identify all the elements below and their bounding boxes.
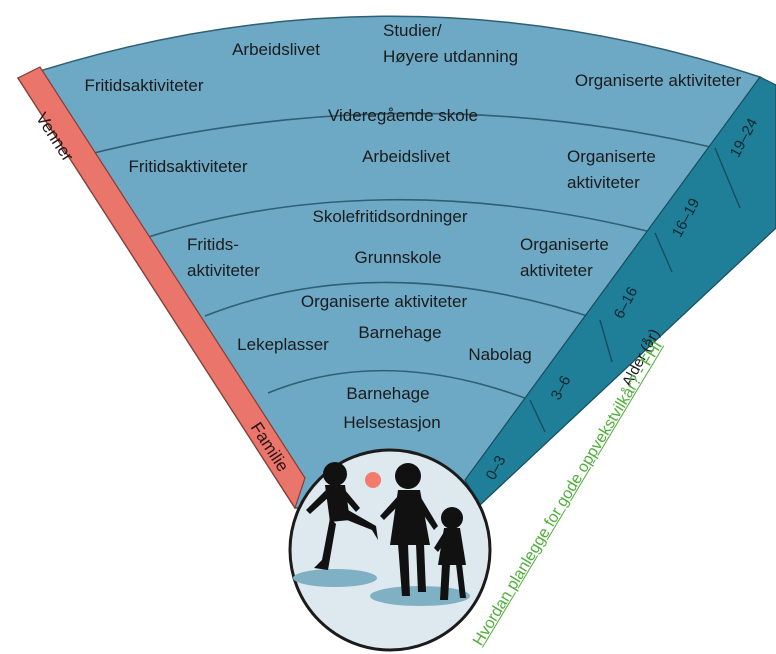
band-boundaries bbox=[81, 112, 716, 401]
ground-shadow-left bbox=[293, 569, 377, 587]
label-fritids-line2: aktiviteter bbox=[187, 261, 260, 280]
label-barnehage-b2: Barnehage bbox=[358, 323, 441, 342]
fan-sector bbox=[16, 15, 762, 509]
label-skolefritidsordninger: Skolefritidsordninger bbox=[313, 207, 468, 226]
label-studier: Studier/ bbox=[383, 21, 442, 40]
band-labels: Barnehage Helsestasjon Organiserte aktiv… bbox=[84, 21, 741, 432]
toddler-silhouette bbox=[434, 507, 466, 600]
arc-3 bbox=[144, 198, 656, 239]
label-arbeidslivet-b4: Arbeidslivet bbox=[362, 147, 450, 166]
boy-silhouette bbox=[306, 462, 378, 570]
arc-2 bbox=[204, 281, 601, 321]
label-organiserte-b4-line2: aktiviteter bbox=[567, 173, 640, 192]
label-videregaende-skole: Videregående skole bbox=[328, 106, 478, 125]
label-helsestasjon: Helsestasjon bbox=[343, 413, 440, 432]
children-illustration bbox=[288, 448, 492, 652]
label-barnehage-inner: Barnehage bbox=[346, 384, 429, 403]
girl-silhouette bbox=[380, 463, 438, 596]
label-arbeidslivet-b5: Arbeidslivet bbox=[232, 40, 320, 59]
age-divider-3 bbox=[654, 232, 673, 273]
label-hoyere-utdanning: Høyere utdanning bbox=[383, 47, 518, 66]
label-nabolag: Nabolag bbox=[468, 345, 531, 364]
arc-1 bbox=[267, 369, 531, 401]
label-fritidsaktiviteter-b5: Fritidsaktiviteter bbox=[84, 76, 203, 95]
age-divider-1 bbox=[529, 399, 546, 433]
age-divider-4 bbox=[714, 147, 741, 209]
side-strip bbox=[17, 66, 306, 510]
label-organiserte-b3-line2: aktiviteter bbox=[520, 261, 593, 280]
arc-4 bbox=[81, 112, 716, 157]
label-grunnskole: Grunnskole bbox=[355, 248, 442, 267]
label-fritidsaktiviteter-b4: Fritidsaktiviteter bbox=[128, 157, 247, 176]
label-organiserte-aktiviteter-b5: Organiserte aktiviteter bbox=[575, 71, 742, 90]
label-organiserte-b3-line1: Organiserte bbox=[520, 235, 609, 254]
label-lekeplasser: Lekeplasser bbox=[237, 335, 329, 354]
age-divider-2 bbox=[599, 319, 613, 363]
label-organiserte-b4-line1: Organiserte bbox=[567, 147, 656, 166]
ball bbox=[365, 472, 381, 488]
age-strip-dividers bbox=[529, 147, 741, 433]
label-organiserte-aktiviteter-b2: Organiserte aktiviteter bbox=[301, 292, 468, 311]
label-fritids-line1: Fritids- bbox=[187, 235, 239, 254]
